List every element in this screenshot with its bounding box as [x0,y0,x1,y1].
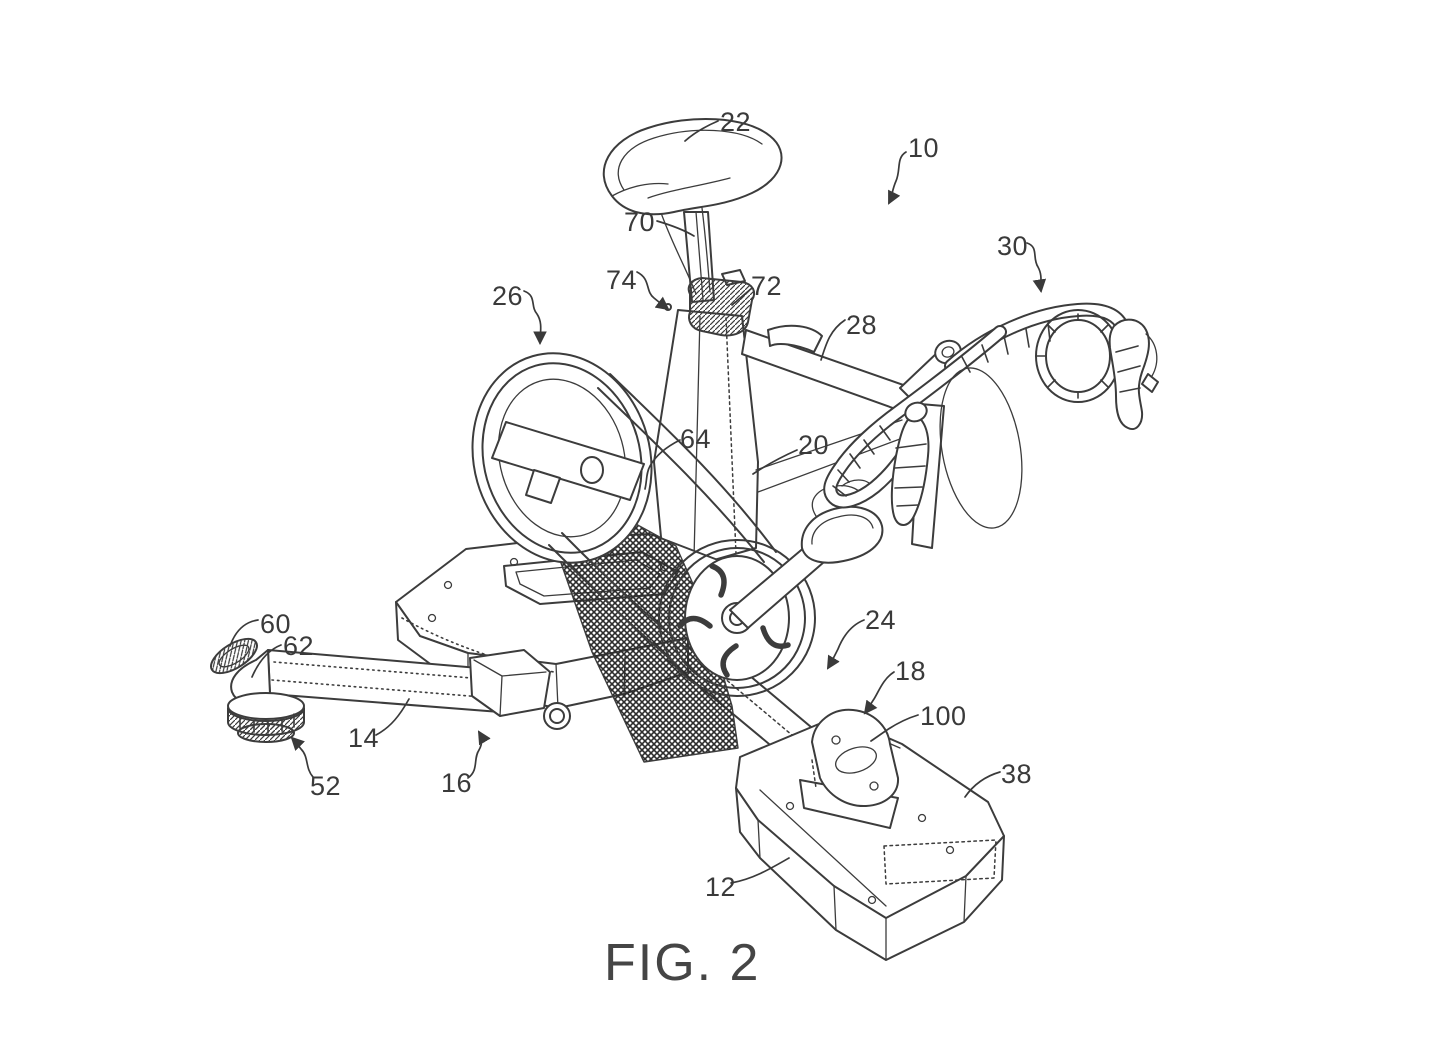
leader-line-22 [684,120,719,142]
leader-line-24 [826,619,865,670]
ref-label-100: 100 [920,701,967,731]
figure-caption: FIG. 2 [604,934,760,992]
ref-label-18: 18 [895,656,926,686]
leader-line-10 [888,151,907,205]
arm-mount-bracket [469,649,551,717]
ref-label-10: 10 [908,133,939,163]
leader-line-18 [863,671,895,715]
top-tube [741,324,913,413]
ref-label-64: 64 [680,424,711,454]
adjustment-knob [543,702,571,730]
ref-label-26: 26 [492,281,523,311]
ref-label-70: 70 [624,207,655,237]
drive-housing-shadow [559,489,739,763]
leader-line-16 [467,730,491,779]
leader-line-30 [1026,242,1047,294]
ref-label-38: 38 [1001,759,1032,789]
ref-label-24: 24 [865,605,896,635]
leader-line-14 [375,698,410,736]
ref-label-28: 28 [846,310,877,340]
rear-pivot-bracket [799,708,900,829]
leader-line-62 [251,644,282,678]
leader-line-74 [636,271,670,311]
leader-line-52 [290,736,314,778]
leader-line-70 [656,220,695,237]
saddle [602,117,783,295]
leader-line-12 [730,857,790,884]
ref-label-14: 14 [348,723,379,753]
leader-line-28 [820,319,846,361]
handlebar-assembly [823,302,1159,549]
ref-label-74: 74 [606,265,637,295]
ref-label-62: 62 [283,631,314,661]
ref-label-30: 30 [997,231,1028,261]
leader-line-38 [964,771,1001,798]
ref-label-52: 52 [310,771,341,801]
pedal [800,479,884,564]
leader-line-100 [870,714,919,742]
leader-line-26 [523,290,547,346]
exercise-bike-drawing [210,117,1159,961]
drive-belt [548,373,777,665]
ref-label-60: 60 [260,609,291,639]
ref-label-22: 22 [720,107,751,137]
leader-line-20 [752,449,798,475]
ref-label-72: 72 [751,271,782,301]
leveling-foot [227,692,305,743]
leader-line-72 [731,287,753,306]
ref-label-12: 12 [705,872,736,902]
arm-end-cap [210,637,258,675]
flywheel [471,352,653,564]
ref-label-20: 20 [798,430,829,460]
leader-line-60 [229,619,259,647]
ref-label-16: 16 [441,768,472,798]
leader-line-64 [644,439,681,490]
